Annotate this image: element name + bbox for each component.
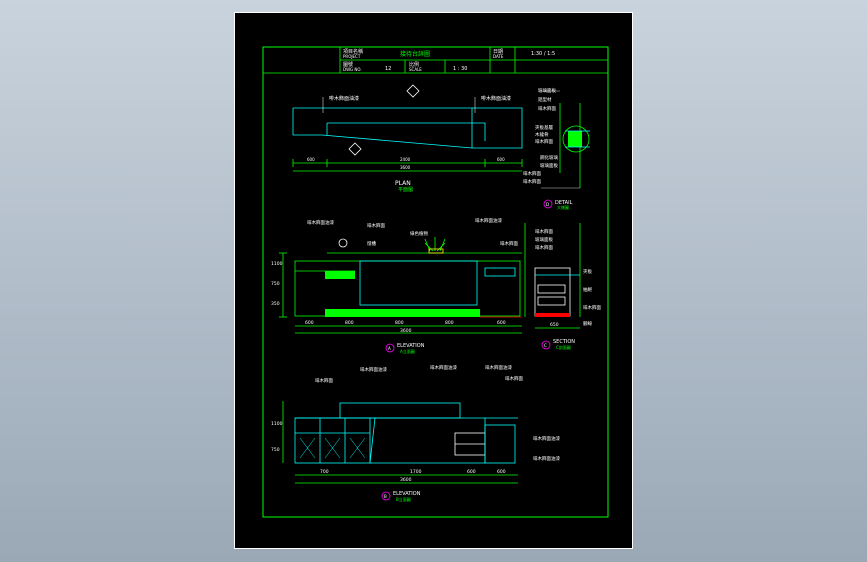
elev-b-tag-circle (381, 491, 391, 501)
elev-b-callout-4: 啡木飾面油漆 (485, 364, 512, 371)
elev-b-dim-3: 600 (467, 469, 476, 475)
elev-a-dim-1: 600 (305, 320, 314, 326)
section-c (524, 223, 581, 329)
title-sheet-value: 12 (385, 66, 391, 72)
title-project-sub: PROJECT (343, 54, 361, 59)
elev-b-dim-2: 1700 (410, 469, 422, 475)
elev-a-callout-right: 啡木飾面 (500, 240, 518, 247)
title-scale-sub: SCALE (409, 67, 422, 72)
elev-a-callout-3: 綠色植物 (410, 230, 428, 237)
elev-b-callout-right-2: 啡木飾面油漆 (533, 455, 560, 462)
detail-title-cn: 大樣圖 (557, 204, 569, 210)
section-tag-circle (541, 340, 551, 350)
section-c-callouts: 啡木飾面 玻璃面板 啡木飾面 夾板 抽屜 啡木飾面 腳線 650 (535, 228, 601, 328)
title-project-label: 項目名稱 (343, 48, 363, 55)
detail-tag-circle (543, 199, 553, 209)
section-callout-1: 啡木飾面 (535, 228, 553, 235)
plan-callout-right: 啡木飾面油漆 (481, 95, 511, 102)
section-callout-4: 夾板 (583, 268, 592, 275)
detail-callout-6: 啡木飾面 (535, 138, 553, 145)
plan-dim-total: 3600 (400, 165, 411, 170)
elev-b-tag: B (384, 494, 387, 499)
elev-a-callout-4: 啡木飾面油漆 (475, 217, 502, 224)
detail-callout-4: 夾板基層 (535, 124, 553, 131)
title-date-value: 1:30 / 1:5 (531, 51, 555, 57)
section-title-cn: C剖面圖 (556, 344, 571, 350)
title-date-sub: DATE (493, 54, 504, 59)
section-callout-3: 啡木飾面 (535, 244, 553, 251)
plan-title-cn: 平面圖 (398, 187, 413, 193)
elev-a-dim-total: 3600 (400, 328, 412, 334)
cad-drawing: 項目名稱 PROJECT 接待台詳圖 圖號 DWG NO. 12 比例 SCAL… (262, 46, 609, 518)
plan-title-en: PLAN (395, 180, 411, 187)
elev-b-callout-2: 啡木飾面油漆 (360, 366, 387, 373)
elev-a-height-2: 750 (271, 281, 280, 287)
detail-callout-8: 玻璃面板 (540, 162, 558, 169)
elev-b-height-1: 1100 (271, 421, 283, 427)
title-drawing-name: 接待台詳圖 (400, 50, 430, 58)
elev-a-callout-2: 啡木飾面 (367, 222, 385, 229)
detail-callout-3: 啡木飾面 (538, 105, 556, 112)
elev-b-callout-3: 啡木飾面油漆 (430, 364, 457, 371)
elev-a-callout-mid: 燈槽 (367, 240, 376, 247)
elev-a-callouts: 啡木飾面油漆 啡木飾面 綠色植物 啡木飾面油漆 燈槽 啡木飾面 600 800 … (271, 217, 518, 334)
elev-a-height-1: 1100 (271, 261, 283, 267)
plan-callout-left: 啡木飾面油漆 (329, 95, 359, 102)
section-callout-6: 啡木飾面 (583, 304, 601, 311)
section-tag: C (544, 343, 547, 348)
detail-callout-5: 木龍骨 (535, 131, 549, 138)
detail-view (541, 90, 590, 189)
detail-callout-2: 鋁型材 (538, 96, 552, 103)
section-callout-2: 玻璃面板 (535, 236, 553, 243)
drawing-sheet: 項目名稱 PROJECT 接待台詳圖 圖號 DWG NO. 12 比例 SCAL… (234, 12, 633, 549)
drawing-border (262, 46, 609, 518)
title-block (263, 47, 608, 74)
detail-tag: D (546, 202, 549, 207)
section-title-en: SECTION (553, 339, 575, 345)
elev-b-callouts: 啡木飾面 啡木飾面油漆 啡木飾面油漆 啡木飾面油漆 啡木飾面 啡木飾面油漆 啡木… (271, 364, 560, 483)
elev-b-title-en: ELEVATION (393, 491, 421, 497)
elev-a-dim-5: 600 (497, 320, 506, 326)
elev-b-callout-5: 啡木飾面 (505, 375, 523, 382)
title-drawing-no-label: 圖號 (343, 61, 353, 68)
elev-a-height-3: 350 (271, 301, 280, 307)
elev-a-dim-2: 800 (345, 320, 354, 326)
detail-callouts: 玻璃面板 鋁型材 啡木飾面 夾板基層 木龍骨 啡木飾面 鋼化玻璃 玻璃面板 啡木… (523, 87, 558, 185)
title-date-label: 日期 (493, 49, 503, 55)
elev-b-callout-right-1: 啡木飾面油漆 (533, 435, 560, 442)
elev-a-title-cn: A立面圖 (400, 348, 415, 354)
elev-b-callout-1: 啡木飾面 (315, 377, 333, 384)
elevation-b (282, 401, 518, 484)
plan-dim-mid: 2400 (400, 157, 411, 162)
elev-b-dim-4: 600 (497, 469, 506, 475)
plan-view (292, 84, 523, 172)
detail-callout-1: 玻璃面板 (538, 87, 556, 94)
section-callout-7: 腳線 (583, 320, 592, 327)
detail-callout-7: 鋼化玻璃 (540, 154, 558, 161)
title-scale-label: 比例 (409, 61, 419, 68)
elev-a-tag-circle (385, 343, 395, 353)
section-callout-5: 抽屜 (583, 286, 592, 293)
elev-a-title-en: ELEVATION (397, 343, 425, 349)
elev-a-tag: A (388, 346, 391, 351)
detail-title-en: DETAIL (555, 200, 573, 206)
elev-a-dim-4: 800 (445, 320, 454, 326)
elev-b-dim-total: 3600 (400, 477, 412, 483)
elevation-a (279, 237, 522, 334)
elev-b-height-2: 750 (271, 447, 280, 453)
elev-a-callout-1: 啡木飾面油漆 (307, 219, 334, 226)
section-dim: 650 (550, 322, 559, 328)
plan-dim-left: 600 (307, 157, 315, 162)
detail-callout-9: 啡木飾面 (523, 170, 541, 177)
elev-b-title-cn: B立面圖 (396, 496, 411, 502)
elev-b-dim-1: 700 (320, 469, 329, 475)
title-scale-value: 1 : 30 (453, 66, 467, 72)
title-drawing-no-sub: DWG NO. (343, 67, 362, 72)
plan-dim-right: 600 (497, 157, 505, 162)
elev-a-dim-3: 800 (395, 320, 404, 326)
detail-callout-10: 啡木飾面 (523, 178, 541, 185)
